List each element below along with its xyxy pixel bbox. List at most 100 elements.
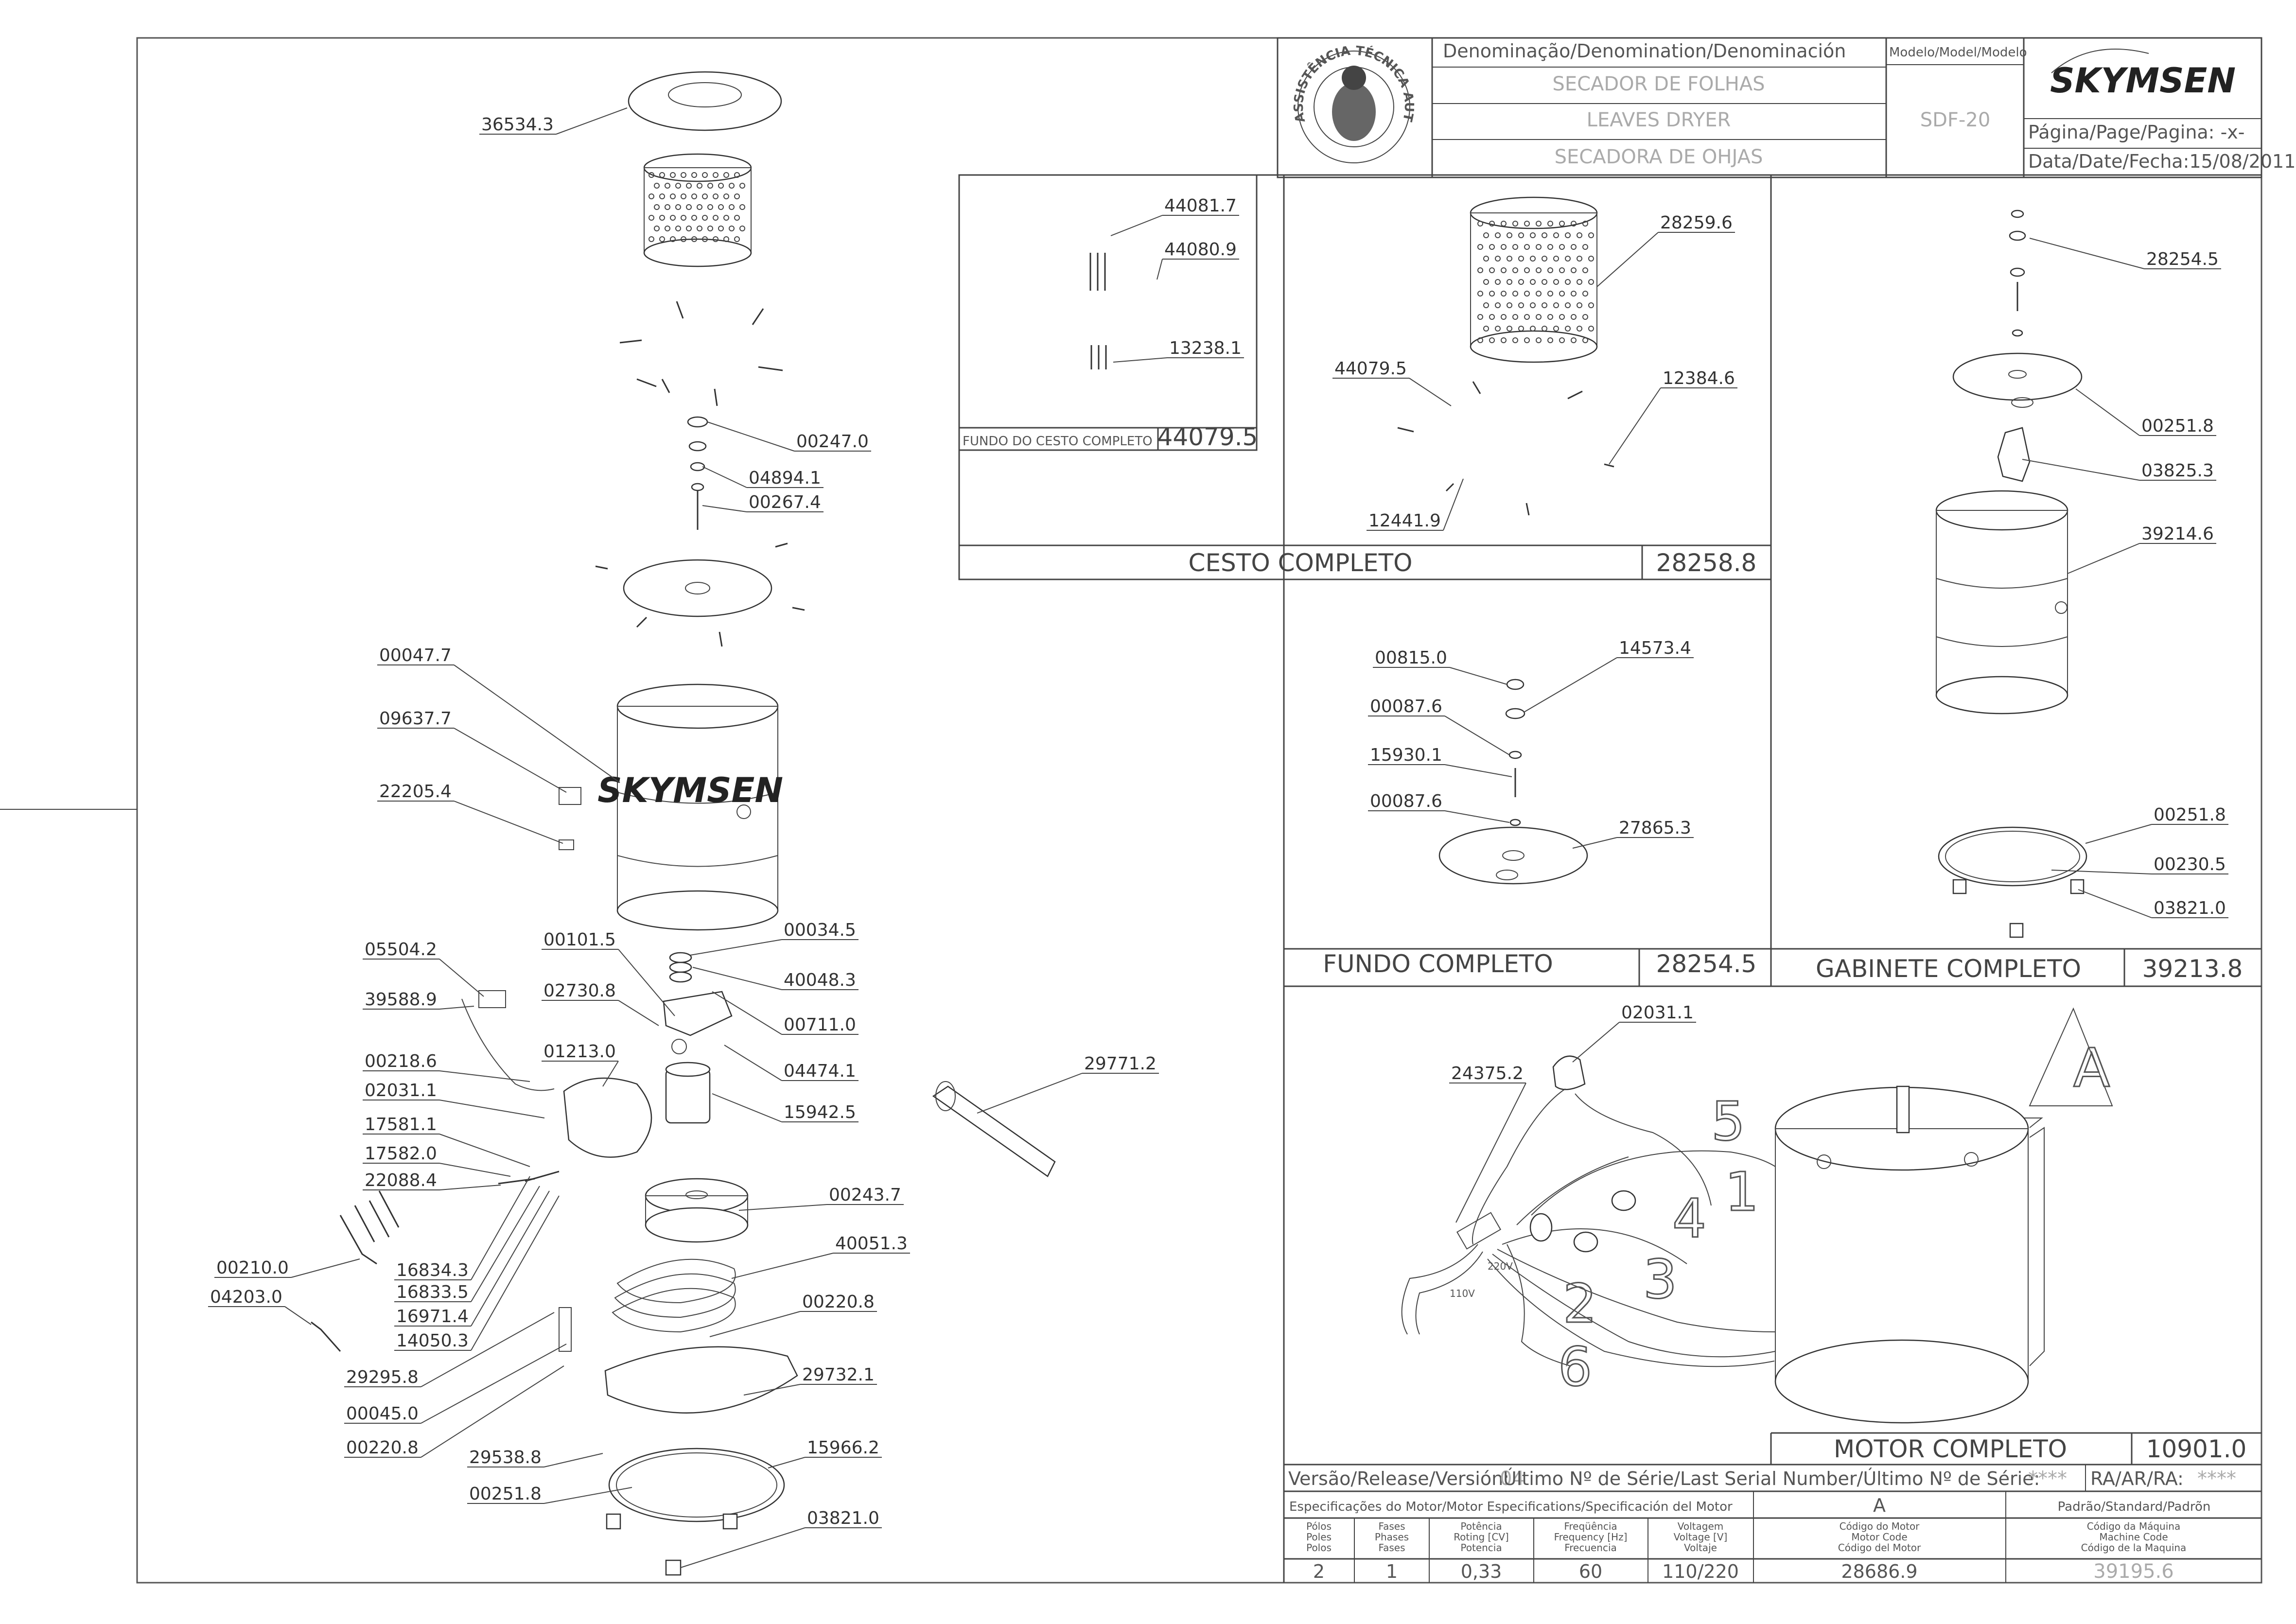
part-label: 22205.4 xyxy=(379,782,452,802)
perforation-hole xyxy=(713,215,719,221)
perforation-hole xyxy=(1553,279,1559,285)
perforation-hole xyxy=(1542,256,1547,262)
perforation-hole xyxy=(1536,221,1542,227)
leader-line xyxy=(712,1093,782,1122)
perforation-hole xyxy=(723,215,729,221)
part-label: 29295.8 xyxy=(346,1367,419,1387)
spec-value: 28686.9 xyxy=(1841,1561,1917,1582)
name-es: SECADORA DE OHJAS xyxy=(1555,146,1763,168)
perforation-hole xyxy=(1588,279,1594,285)
motor-code: 10901.0 xyxy=(2146,1435,2247,1463)
part-label: 00247.0 xyxy=(796,432,869,452)
voltage-110: 110V xyxy=(1450,1288,1475,1299)
perforation-hole xyxy=(702,215,708,221)
perforation-hole xyxy=(1501,221,1507,227)
perforation-hole xyxy=(691,215,697,221)
leader-line xyxy=(680,1527,806,1568)
spec-value: 60 xyxy=(1579,1561,1602,1582)
perforation-hole xyxy=(665,183,670,189)
perforation-hole xyxy=(686,204,692,210)
perforation-hole xyxy=(723,193,729,199)
perforation-hole xyxy=(1495,256,1501,262)
perforation-hole xyxy=(1577,279,1582,285)
perforation-hole xyxy=(723,172,729,178)
perforation-hole xyxy=(1477,291,1483,297)
perforation-hole xyxy=(702,193,708,199)
perforation-hole xyxy=(1536,244,1542,250)
perforation-hole xyxy=(686,226,692,231)
spec-column-header: Polos xyxy=(1306,1542,1332,1554)
leader-line xyxy=(2075,388,2140,436)
perforation-hole xyxy=(1582,244,1588,250)
perforation-hole xyxy=(1577,256,1582,262)
part-label: 00087.6 xyxy=(1370,697,1442,716)
perforation-hole xyxy=(729,204,735,210)
perforation-hole xyxy=(659,193,665,199)
perforation-hole xyxy=(1512,314,1518,320)
version-value: 04 xyxy=(1500,1467,1525,1490)
part-label: 24375.2 xyxy=(1451,1064,1524,1083)
perforation-hole xyxy=(1489,244,1495,250)
perforation-hole xyxy=(659,215,665,221)
perforation-hole xyxy=(1518,326,1524,332)
leader-line xyxy=(471,1186,540,1302)
perforation-hole xyxy=(1524,337,1530,343)
part-label: 00711.0 xyxy=(784,1015,856,1035)
perforation-hole xyxy=(707,204,713,210)
part-label: 00251.8 xyxy=(469,1484,542,1504)
spec-column-header: Código del Motor xyxy=(1838,1542,1921,1554)
perforation-hole xyxy=(1507,279,1512,285)
spec-value: 110/220 xyxy=(1662,1561,1739,1582)
leader-line xyxy=(690,939,782,956)
perforation-hole xyxy=(1530,326,1536,332)
spec-column-header: Potência xyxy=(1460,1520,1502,1532)
spec-column-header: Poles xyxy=(1306,1531,1332,1543)
part-label: 14050.3 xyxy=(396,1331,469,1351)
spec-value: 1 xyxy=(1386,1561,1398,1582)
perforation-hole xyxy=(1582,291,1588,297)
leader-line xyxy=(2067,543,2140,574)
perforation-hole xyxy=(654,204,660,210)
perforation-hole xyxy=(697,183,702,189)
perforation-hole xyxy=(734,172,740,178)
part-label: 12441.9 xyxy=(1368,511,1441,531)
brand-logo: SKYMSEN xyxy=(2050,61,2236,101)
assembly-boxes: FUNDO DO CESTO COMPLETO 44079.5 CESTO CO… xyxy=(958,174,2261,1583)
perforation-hole xyxy=(1507,232,1512,238)
perforation-hole xyxy=(675,226,681,231)
leader-line xyxy=(768,1457,806,1468)
part-label: 40051.3 xyxy=(835,1234,908,1254)
part-labels: 36534.300247.004894.100267.400047.709637… xyxy=(208,107,2228,1568)
part-label: 00220.8 xyxy=(802,1292,875,1312)
leader-line xyxy=(1449,667,1507,685)
leader-line xyxy=(421,1365,564,1458)
spec-value: 39195.6 xyxy=(2093,1560,2173,1583)
part-label: 15966.2 xyxy=(807,1438,879,1458)
perforation-hole xyxy=(1565,232,1571,238)
perforation-hole xyxy=(681,215,686,221)
leader-line xyxy=(707,421,795,452)
perforation-hole xyxy=(718,183,724,189)
perforation-hole xyxy=(665,226,670,231)
part-label: 29732.1 xyxy=(802,1365,875,1385)
part-label: 14573.4 xyxy=(1619,638,1691,658)
perforation-hole xyxy=(739,204,745,210)
perforation-hole xyxy=(1507,256,1512,262)
leader-line xyxy=(454,664,620,783)
leader-line xyxy=(439,959,484,997)
part-label: 13238.1 xyxy=(1169,338,1242,358)
perforation-hole xyxy=(1559,337,1565,343)
leader-line xyxy=(1110,215,1163,236)
part-label: 03821.0 xyxy=(2154,898,2226,918)
model-value: SDF-20 xyxy=(1920,109,1991,131)
leader-line xyxy=(439,1100,545,1118)
perforation-hole xyxy=(1512,291,1518,297)
perforation-hole xyxy=(1489,314,1495,320)
leader-line xyxy=(543,1487,632,1504)
perforation-hole xyxy=(1483,256,1489,262)
cesto-name: CESTO COMPLETO xyxy=(1189,549,1413,577)
perforation-hole xyxy=(1524,314,1530,320)
leader-line xyxy=(421,1344,567,1424)
perforation-hole xyxy=(1495,302,1501,308)
